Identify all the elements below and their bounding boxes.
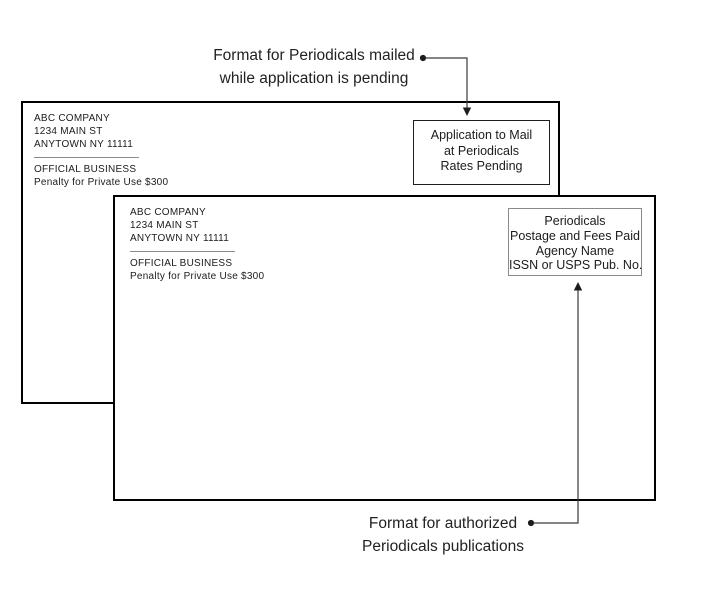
envelope-authorized: ABC COMPANY 1234 MAIN ST ANYTOWN NY 1111… [113,195,656,501]
annotation-authorized-line2: Periodicals publications [362,538,524,555]
address-line: ABC COMPANY [34,113,110,124]
annotation-pending: Format for Periodicals mailed while appl… [194,44,434,90]
imprint-line: at Periodicals [443,143,520,158]
address-line: ANYTOWN NY 11111 [130,233,230,244]
imprint-line: Application to Mail [430,128,533,142]
annotation-pending-line1: Format for Periodicals mailed [213,47,415,64]
address-divider-rule [130,251,235,252]
endorsement-line: OFFICIAL BUSINESS [130,258,233,269]
address-divider-rule [34,157,139,158]
imprint-line: Periodicals [544,214,606,228]
annotation-authorized-line1: Format for authorized [368,515,518,532]
endorsement-line: OFFICIAL BUSINESS [34,164,137,175]
return-address-pending: ABC COMPANY 1234 MAIN ST ANYTOWN NY 1111… [34,112,168,189]
address-line: ANYTOWN NY 11111 [34,139,134,150]
imprint-line: ISSN or USPS Pub. No. [509,258,643,273]
endorsement-line: Penalty for Private Use $300 [130,271,265,282]
imprint-line: Postage and Fees Paid [510,228,640,243]
imprint-box-pending: Application to Mail at Periodicals Rates… [413,120,550,185]
address-line: 1234 MAIN ST [130,220,199,231]
imprint-line: Agency Name [535,243,615,258]
imprint-line: Rates Pending [440,159,523,173]
annotation-authorized: Format for authorized Periodicals public… [348,512,538,558]
annotation-pending-line2: while application is pending [219,70,409,87]
address-line: ABC COMPANY [130,207,206,218]
endorsement-line: Penalty for Private Use $300 [34,177,169,188]
imprint-box-authorized: Periodicals Postage and Fees Paid Agency… [508,208,642,276]
address-line: 1234 MAIN ST [34,126,103,137]
return-address-authorized: ABC COMPANY 1234 MAIN ST ANYTOWN NY 1111… [130,206,264,283]
